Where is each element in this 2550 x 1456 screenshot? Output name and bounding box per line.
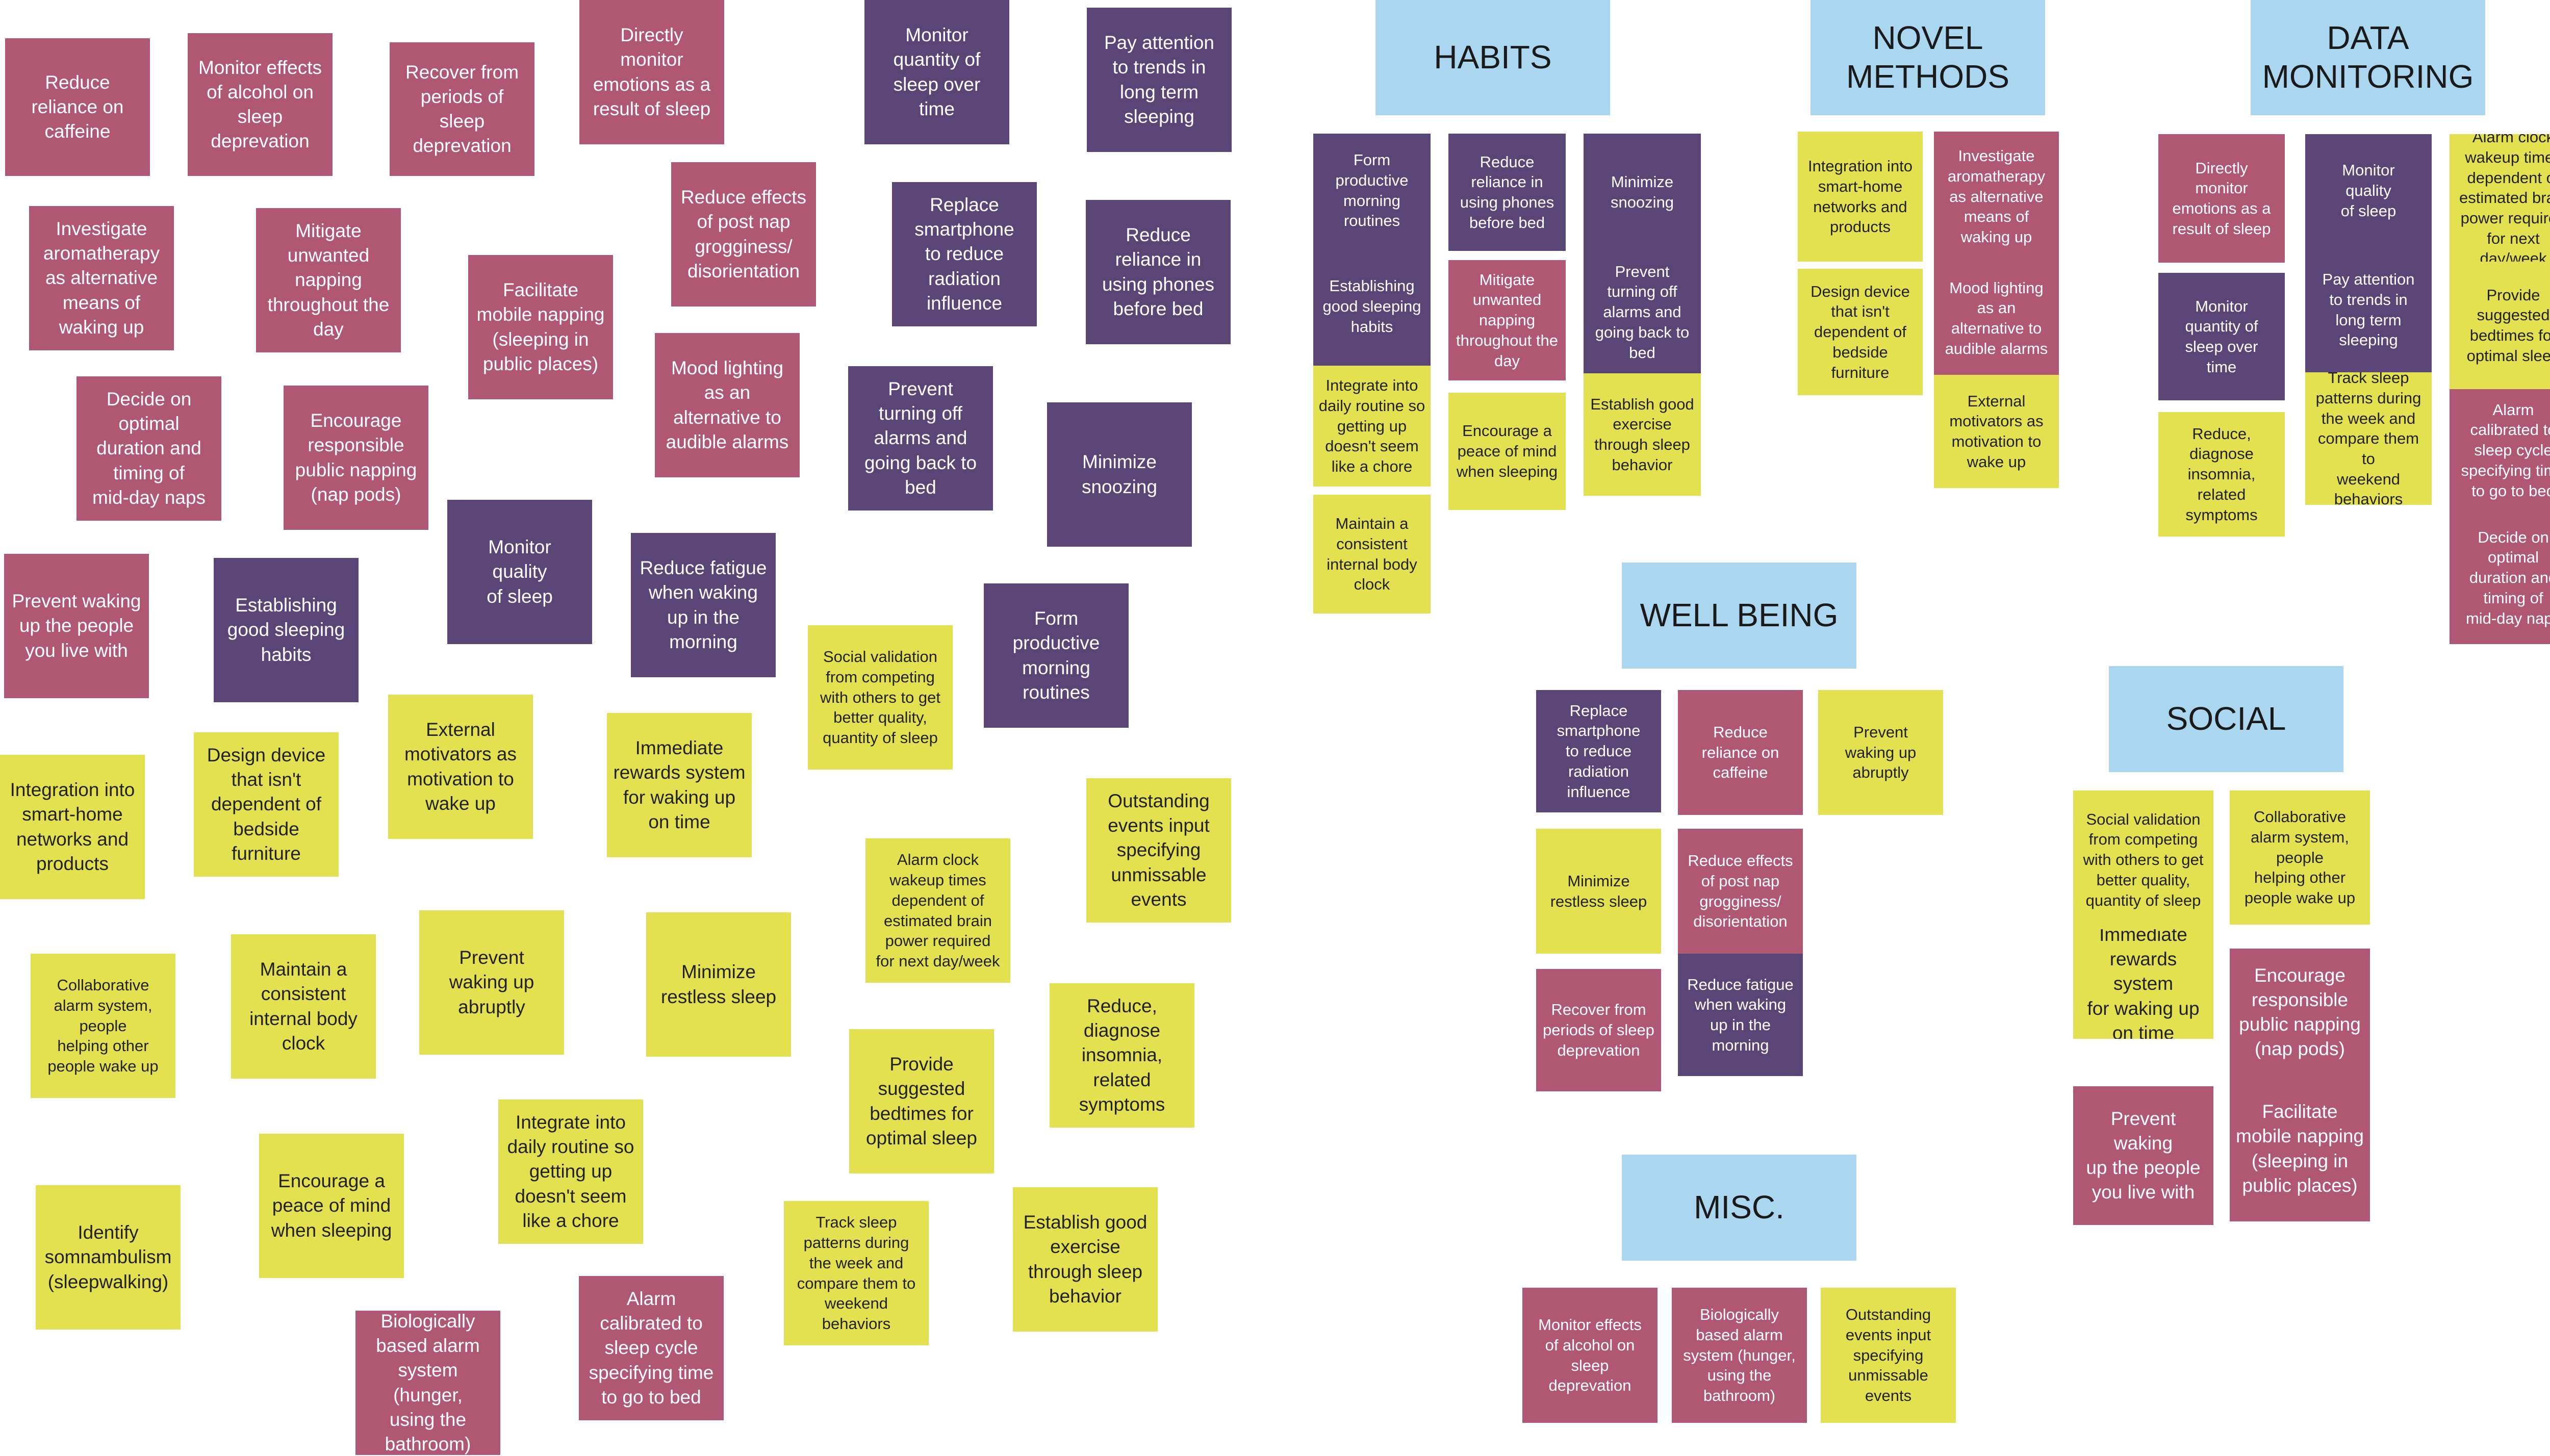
sticky-note[interactable]: Recover from periods of sleep deprevatio…	[390, 42, 534, 176]
sticky-note[interactable]: Monitor quantity of sleep over time	[2158, 273, 2285, 400]
sticky-note[interactable]: Alarm calibrated to sleep cycle specifyi…	[2450, 389, 2550, 512]
sticky-note[interactable]: Social validation from competing with ot…	[808, 625, 953, 770]
sticky-note[interactable]: Monitor quality of sleep	[447, 500, 592, 644]
sticky-note[interactable]: Track sleep patterns during the week and…	[784, 1201, 929, 1345]
category-header-social: SOCIAL	[2109, 666, 2343, 772]
sticky-note[interactable]: Social validation from competing with ot…	[2073, 790, 2213, 929]
sticky-note[interactable]: Replace smartphone to reduce radiation i…	[1536, 690, 1661, 812]
sticky-note[interactable]: Reduce, diagnose insomnia, related sympt…	[1050, 983, 1194, 1128]
sticky-note[interactable]: Track sleep patterns during the week and…	[2305, 372, 2432, 505]
sticky-note[interactable]: Immediate rewards system for waking up o…	[2073, 929, 2213, 1039]
sticky-note[interactable]: Prevent turning off alarms and going bac…	[848, 366, 993, 510]
sticky-note[interactable]: Integration into smart-home networks and…	[0, 755, 145, 899]
sticky-note[interactable]: Encourage responsible public napping (na…	[2230, 949, 2370, 1076]
sticky-note[interactable]: Mood lighting as an alternative to audib…	[1934, 262, 2059, 375]
sticky-note[interactable]: Mitigate unwanted napping throughout the…	[1448, 260, 1566, 380]
sticky-note[interactable]: Integration into smart-home networks and…	[1798, 132, 1923, 262]
sticky-note[interactable]: Biologically based alarm system (hunger,…	[1672, 1288, 1807, 1423]
sticky-note[interactable]: Pay attention to trends in long term sle…	[1087, 8, 1232, 152]
sticky-note[interactable]: Reduce fatigue when waking up in the mor…	[1678, 954, 1803, 1076]
sticky-note[interactable]: Integrate into daily routine so getting …	[498, 1100, 643, 1244]
sticky-note[interactable]: Decide on optimal duration and timing of…	[2450, 512, 2550, 644]
sticky-note[interactable]: Minimize restless sleep	[646, 912, 791, 1057]
sticky-note[interactable]: Reduce effects of post nap grogginess/ d…	[1678, 829, 1803, 954]
sticky-note[interactable]: Recover from periods of sleep deprevatio…	[1536, 969, 1661, 1091]
category-header-habits: HABITS	[1375, 0, 1610, 115]
sticky-note[interactable]: External motivators as motivation to wak…	[1934, 375, 2059, 488]
sticky-note[interactable]: Directly monitor emotions as a result of…	[2158, 134, 2285, 263]
sticky-note[interactable]: Collaborative alarm system, people helpi…	[31, 954, 175, 1098]
sticky-note[interactable]: Form productive morning routines	[984, 583, 1129, 728]
sticky-note[interactable]: Replace smartphone to reduce radiation i…	[892, 182, 1037, 326]
sticky-note[interactable]: Design device that isn't dependent of be…	[1798, 269, 1923, 395]
sticky-note[interactable]: Minimize snoozing	[1047, 402, 1192, 547]
sticky-note[interactable]: Monitor effects of alcohol on sleep depr…	[188, 33, 333, 176]
sticky-note[interactable]: Minimize snoozing	[1584, 134, 1701, 251]
sticky-note[interactable]: Investigate aromatherapy as alternative …	[29, 206, 174, 350]
sticky-note[interactable]: Prevent waking up abruptly	[1818, 690, 1943, 815]
sticky-note[interactable]: Reduce reliance in using phones before b…	[1448, 134, 1566, 251]
sticky-note[interactable]: Provide suggested bedtimes for optimal s…	[849, 1029, 994, 1173]
category-header-data-monitoring: DATA MONITORING	[2251, 0, 2485, 115]
sticky-note[interactable]: Monitor quality of sleep	[2305, 134, 2432, 247]
sticky-note[interactable]: Reduce reliance on caffeine	[5, 38, 150, 176]
sticky-note[interactable]: Outstanding events input specifying unmi…	[1086, 778, 1231, 923]
sticky-note[interactable]: Encourage a peace of mind when sleeping	[1448, 393, 1566, 510]
category-header-novel-methods: NOVEL METHODS	[1810, 0, 2045, 115]
sticky-note[interactable]: Reduce, diagnose insomnia, related sympt…	[2158, 412, 2285, 537]
sticky-note[interactable]: Monitor quantity of sleep over time	[864, 0, 1009, 144]
sticky-note[interactable]: Mood lighting as an alternative to audib…	[655, 333, 800, 477]
sticky-note[interactable]: Biologically based alarm system (hunger,…	[355, 1311, 500, 1455]
sticky-note[interactable]: Monitor effects of alcohol on sleep depr…	[1522, 1288, 1658, 1423]
sticky-note[interactable]: Integrate into daily routine so getting …	[1313, 366, 1431, 487]
sticky-note[interactable]: Minimize restless sleep	[1536, 829, 1661, 954]
sticky-note[interactable]: Prevent waking up the people you live wi…	[4, 554, 149, 698]
sticky-note[interactable]: Decide on optimal duration and timing of…	[76, 376, 221, 521]
sticky-note[interactable]: Immediate rewards system for waking up o…	[607, 713, 752, 857]
sticky-note[interactable]: Alarm calibrated to sleep cycle specifyi…	[579, 1276, 724, 1420]
category-header-misc: MISC.	[1622, 1155, 1856, 1261]
sticky-note[interactable]: Outstanding events input specifying unmi…	[1821, 1288, 1956, 1423]
sticky-note[interactable]: Design device that isn't dependent of be…	[194, 732, 339, 877]
sticky-note[interactable]: Prevent waking up abruptly	[419, 910, 564, 1055]
sticky-note[interactable]: Collaborative alarm system, people helpi…	[2230, 790, 2370, 925]
sticky-note[interactable]: Mitigate unwanted napping throughout the…	[256, 208, 401, 352]
sticky-note[interactable]: Establishing good sleeping habits	[1313, 247, 1431, 366]
sticky-note[interactable]: External motivators as motivation to wak…	[388, 695, 533, 839]
sticky-note[interactable]: Prevent waking up the people you live wi…	[2073, 1086, 2213, 1225]
sticky-note[interactable]: Form productive morning routines	[1313, 134, 1431, 247]
sticky-note[interactable]: Reduce effects of post nap grogginess/ d…	[671, 162, 816, 306]
sticky-note[interactable]: Alarm clock wakeup times dependent of es…	[865, 838, 1010, 983]
sticky-note[interactable]: Maintain a consistent internal body cloc…	[1313, 495, 1431, 614]
sticky-note[interactable]: Facilitate mobile napping (sleeping in p…	[468, 255, 613, 399]
category-header-well-being: WELL BEING	[1622, 563, 1856, 669]
sticky-note[interactable]: Reduce reliance on caffeine	[1678, 690, 1803, 815]
sticky-note[interactable]: Prevent turning off alarms and going bac…	[1584, 251, 1701, 373]
sticky-note[interactable]: Encourage responsible public napping (na…	[284, 386, 428, 530]
sticky-note[interactable]: Establishing good sleeping habits	[214, 558, 359, 702]
sticky-note[interactable]: Investigate aromatherapy as alternative …	[1934, 132, 2059, 262]
sticky-note[interactable]: Directly monitor emotions as a result of…	[579, 0, 724, 144]
sticky-note[interactable]: Facilitate mobile napping (sleeping in p…	[2230, 1076, 2370, 1221]
sticky-note[interactable]: Pay attention to trends in long term sle…	[2305, 247, 2432, 372]
sticky-note[interactable]: Encourage a peace of mind when sleeping	[259, 1134, 404, 1278]
sticky-note[interactable]: Reduce reliance in using phones before b…	[1086, 200, 1231, 344]
sticky-note[interactable]: Provide suggested bedtimes for optimal s…	[2450, 262, 2550, 389]
sticky-note[interactable]: Identify somnambulism (sleepwalking)	[36, 1185, 181, 1330]
sticky-note[interactable]: Maintain a consistent internal body cloc…	[231, 934, 376, 1079]
sticky-note[interactable]: Establish good exercise through sleep be…	[1013, 1187, 1158, 1332]
sticky-note[interactable]: Establish good exercise through sleep be…	[1584, 373, 1701, 496]
sticky-note[interactable]: Alarm clock wakeup times dependent of es…	[2450, 134, 2550, 262]
sticky-note[interactable]: Reduce fatigue when waking up in the mor…	[631, 533, 776, 677]
